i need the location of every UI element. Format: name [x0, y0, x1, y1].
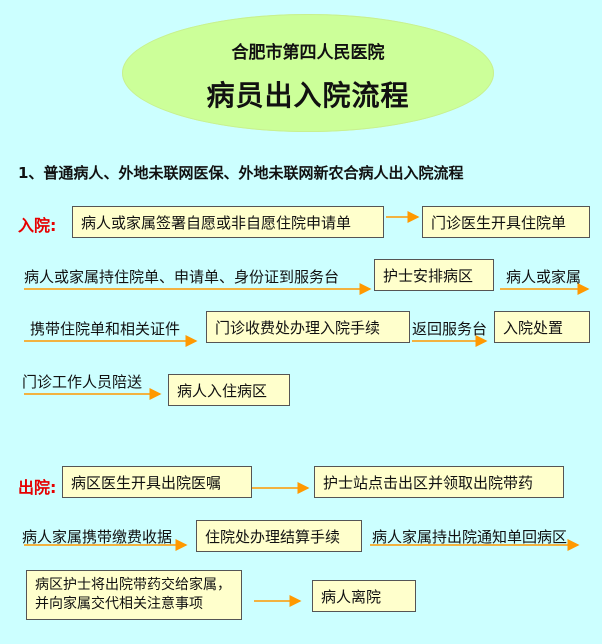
adm-text-escort: 门诊工作人员陪送 [22, 373, 143, 391]
adm-box-enter-ward: 病人入住病区 [168, 374, 290, 406]
adm-box-apply: 病人或家属签署自愿或非自愿住院申请单 [72, 206, 384, 238]
page-title: 病员出入院流程 [206, 79, 410, 112]
title-ellipse [122, 14, 494, 132]
adm-text-carry-docs: 携带住院单和相关证件 [30, 320, 181, 338]
adm-box-doctor: 门诊医生开具住院单 [422, 206, 590, 238]
hospital-name: 合肥市第四人民医院 [231, 43, 385, 63]
dis-box-settlement: 住院处办理结算手续 [196, 520, 362, 552]
adm-box-cashier: 门诊收费处办理入院手续 [206, 311, 410, 343]
adm-text-return: 返回服务台 [412, 320, 488, 338]
adm-box-treatment: 入院处置 [494, 311, 590, 343]
dis-text-return-ward: 病人家属持出院通知单回病区 [372, 528, 568, 546]
adm-text-service-desk: 病人或家属持住院单、申请单、身份证到服务台 [24, 268, 340, 286]
dis-box-leave: 病人离院 [312, 580, 416, 612]
admission-label: 入院: [18, 216, 57, 235]
dis-text-receipt: 病人家属携带缴费收据 [22, 528, 173, 546]
dis-box-order: 病区医生开具出院医嘱 [62, 466, 252, 498]
dis-box-nurse-station: 护士站点击出区并领取出院带药 [314, 466, 564, 498]
dis-box-handover: 病区护士将出院带药交给家属，并向家属交代相关注意事项 [26, 570, 242, 620]
discharge-label: 出院: [18, 478, 57, 497]
adm-box-nurse-ward: 护士安排病区 [374, 259, 494, 291]
adm-text-family: 病人或家属 [506, 268, 582, 286]
section-heading: 1、普通病人、外地未联网医保、外地未联网新农合病人出入院流程 [18, 164, 464, 182]
